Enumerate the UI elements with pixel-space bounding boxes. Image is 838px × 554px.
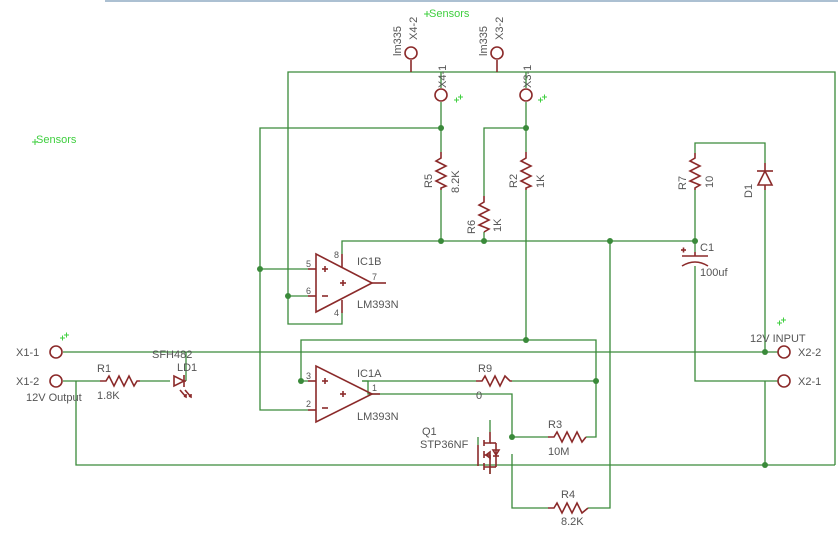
x4-2-label: X4-2 <box>408 17 420 40</box>
x2-1-label: X2-1 <box>798 376 821 388</box>
pin2-label: 2 <box>306 399 311 409</box>
labels: Sensors Sensors lm335 X4-2 lm335 X3-2 X4… <box>16 8 821 528</box>
r4-label: R4 <box>561 489 575 501</box>
pin3-label: 3 <box>306 371 311 381</box>
c1-value: 100uf <box>700 267 728 279</box>
lm335-a-label: lm335 <box>392 26 404 56</box>
x2-2-label: X2-2 <box>798 347 821 359</box>
output-12v-label: 12V Output <box>26 392 82 404</box>
mosfet-q1 <box>477 432 501 474</box>
r7-value: 10 <box>704 176 716 188</box>
r1-label: R1 <box>97 363 111 375</box>
ic1a-part: LM393N <box>357 411 399 423</box>
pin6-label: 6 <box>306 286 311 296</box>
x4-1-label: X4-1 <box>437 65 449 88</box>
capacitor-c1 <box>681 247 709 267</box>
x1-2-label: X1-2 <box>16 376 39 388</box>
pin7-label: 7 <box>372 272 377 282</box>
r5-label: R5 <box>423 174 435 188</box>
r2-label: R2 <box>508 174 520 188</box>
origin-markers <box>32 11 786 341</box>
r9-value: 0 <box>476 390 482 402</box>
connector-pads <box>49 46 791 388</box>
r6-label: R6 <box>466 220 478 234</box>
junctions <box>257 125 768 468</box>
q1-label: Q1 <box>422 426 437 438</box>
r2-value: 1K <box>535 174 547 188</box>
pin8-label: 8 <box>334 250 339 260</box>
wires <box>63 71 836 509</box>
r4-value: 8.2K <box>561 516 584 528</box>
r3-label: R3 <box>548 419 562 431</box>
diode-d1 <box>756 163 774 190</box>
r7-label: R7 <box>677 176 689 190</box>
input-12v-label: 12V INPUT <box>750 333 806 345</box>
sensors-top-label: Sensors <box>429 8 470 20</box>
r9-label: R9 <box>478 363 492 375</box>
r1-value: 1.8K <box>97 390 120 402</box>
r5-value: 8.2K <box>450 170 462 193</box>
opamp-ic1a <box>308 364 380 424</box>
x3-1-label: X3-1 <box>522 65 534 88</box>
sensors-left-label: Sensors <box>36 134 77 146</box>
x1-1-label: X1-1 <box>16 347 39 359</box>
ic1b-label: IC1B <box>357 256 381 268</box>
d1-label: D1 <box>743 184 755 198</box>
c1-label: C1 <box>700 242 714 254</box>
x3-2-label: X3-2 <box>494 17 506 40</box>
ic1a-label: IC1A <box>357 368 382 380</box>
q1-part: STP36NF <box>420 439 469 451</box>
sfh482-label: SFH482 <box>152 349 192 361</box>
r3-value: 10M <box>548 446 569 458</box>
lm335-b-label: lm335 <box>478 26 490 56</box>
r6-value: 1K <box>492 218 504 232</box>
led-ld1 <box>173 374 192 399</box>
ic1b-part: LM393N <box>357 299 399 311</box>
pin4-label: 4 <box>334 308 339 318</box>
opamp-ic1b <box>308 252 386 314</box>
pin1-label: 1 <box>372 383 377 393</box>
resistors <box>100 152 702 515</box>
pin5-label: 5 <box>306 259 311 269</box>
ld1-label: LD1 <box>177 362 197 374</box>
